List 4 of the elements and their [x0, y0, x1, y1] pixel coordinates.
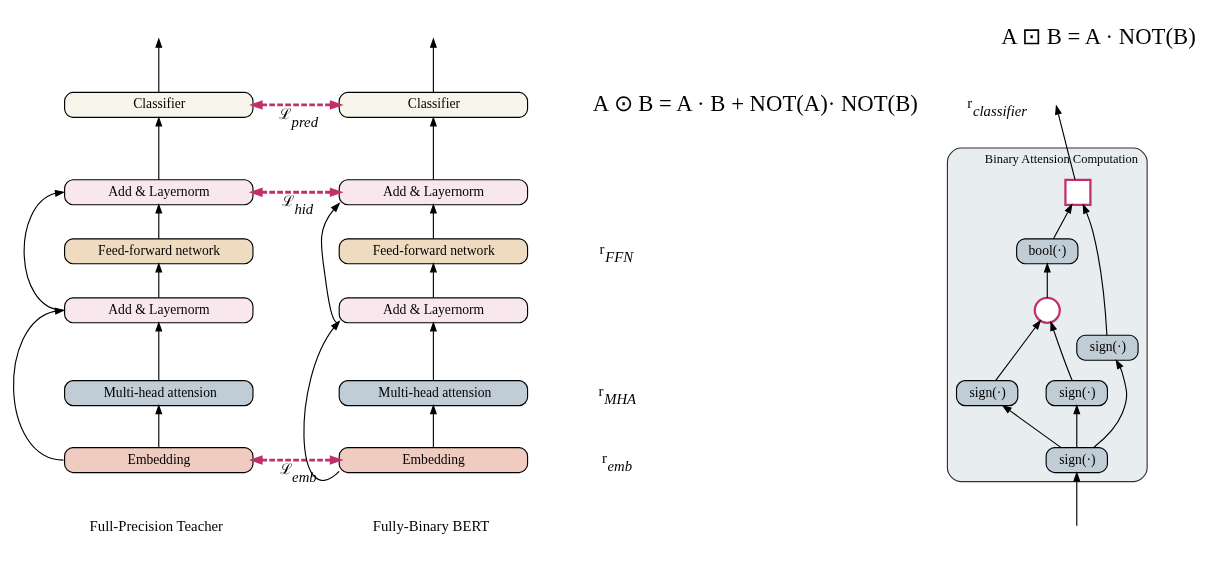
label: A ⊡ B = A · NOT(B): [1001, 23, 1196, 49]
label: Fully-Binary BERT: [372, 517, 490, 534]
label: A ⊙ B = A · B + NOT(A)· NOT(B): [592, 90, 918, 116]
label: Full-Precision Teacher: [89, 517, 224, 534]
